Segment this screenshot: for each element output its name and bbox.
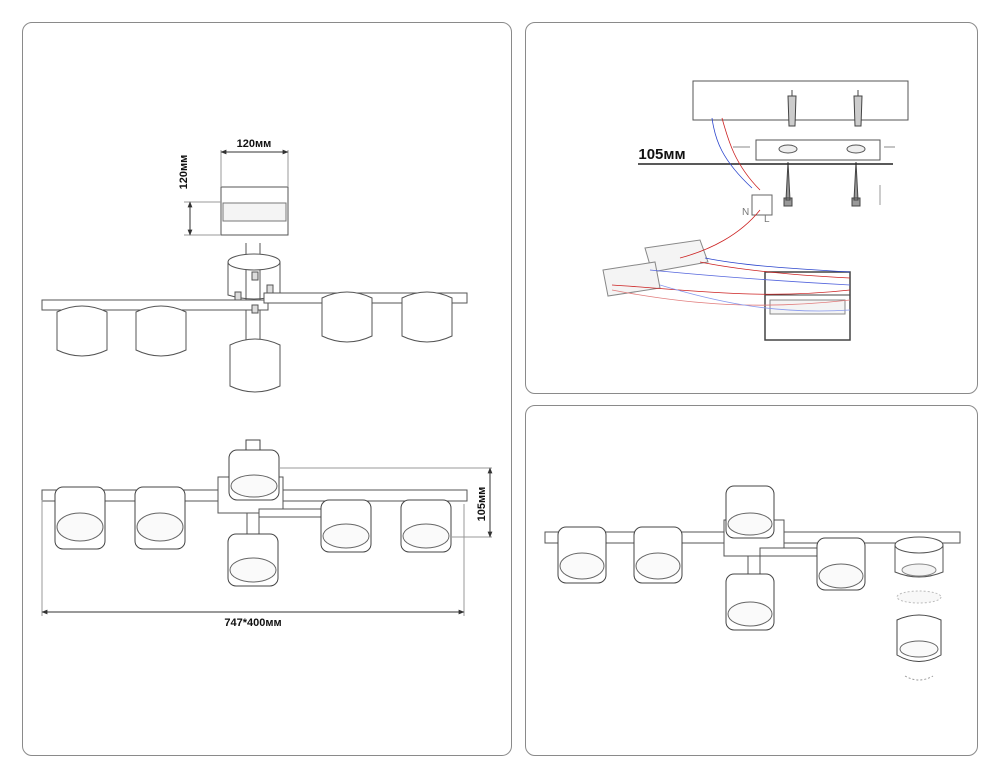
front-lamp-2 — [134, 486, 186, 550]
front-lamp-4 — [320, 499, 372, 553]
label-neutral: N — [742, 207, 749, 218]
dim-overall: 747*400мм — [224, 617, 281, 629]
dim-wall-offset: 105мм — [638, 146, 685, 163]
assembly-lamp-1 — [557, 526, 607, 584]
assembly-drawing — [544, 485, 961, 681]
exploded-socket — [894, 536, 944, 681]
assembly-lamp-3 — [725, 485, 775, 539]
front-lamp-5 — [400, 499, 452, 553]
assembly-lamp-2 — [633, 526, 683, 584]
dim-height: 105мм — [476, 487, 488, 522]
front-lamp-1 — [54, 486, 106, 550]
wires — [611, 117, 851, 312]
top-view-drawing — [41, 149, 468, 393]
label-live: L — [764, 214, 770, 225]
dim-base-width: 120мм — [237, 138, 272, 150]
ceiling-slab — [692, 80, 909, 121]
dim-base-height: 120мм — [178, 155, 190, 190]
mounting-drawing — [602, 80, 909, 341]
assembly-lamp-5 — [725, 573, 775, 631]
front-lamp-6 — [227, 533, 279, 587]
front-lamp-3 — [228, 449, 280, 501]
front-view-drawing — [41, 439, 493, 616]
assembly-lamp-4 — [816, 537, 866, 591]
